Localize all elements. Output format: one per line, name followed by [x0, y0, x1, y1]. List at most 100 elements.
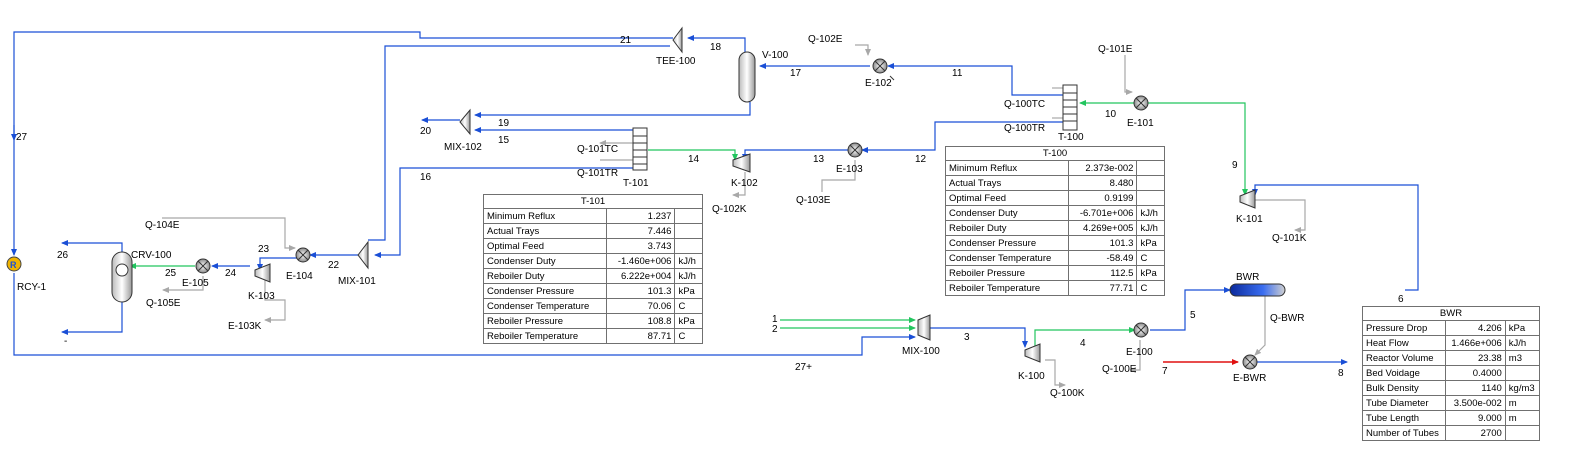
- mix-100-unit[interactable]: [917, 314, 931, 341]
- stream-9[interactable]: [1148, 102, 1248, 196]
- label-t101: T-101: [623, 178, 649, 189]
- mix-101-unit[interactable]: [357, 240, 369, 270]
- cell-unit: C: [1136, 250, 1165, 266]
- cell-label: Condenser Pressure: [944, 235, 1070, 251]
- stream-16[interactable]: [374, 167, 633, 258]
- cell-label: Minimum Reflux: [482, 208, 608, 224]
- label-rcy1: RCY-1: [17, 282, 47, 293]
- mix-102-unit[interactable]: [459, 108, 471, 136]
- label-6: 6: [1398, 294, 1404, 305]
- stream-bottoms[interactable]: [61, 300, 123, 335]
- energy-q103e[interactable]: [821, 160, 856, 192]
- e-105-cooler[interactable]: [195, 258, 211, 274]
- stream-5[interactable]: [1150, 287, 1231, 331]
- cell-value: -6.701e+006: [1068, 205, 1138, 221]
- cell-value: 2.373e-002: [1068, 160, 1138, 176]
- cell-value: 77.71: [1068, 280, 1138, 296]
- label-q100k: Q-100K: [1050, 388, 1085, 399]
- t-100-column[interactable]: [1062, 84, 1078, 131]
- k-101-compressor[interactable]: [1239, 189, 1256, 209]
- cell-value: 101.3: [606, 283, 676, 299]
- energy-q100e[interactable]: [1129, 340, 1141, 373]
- label-bwr: BWR: [1236, 272, 1259, 283]
- energy-qbwr[interactable]: [1254, 296, 1266, 356]
- energy-q102k[interactable]: [732, 172, 746, 198]
- e-102-cooler[interactable]: [872, 58, 895, 81]
- e-bwr-cooler[interactable]: [1242, 354, 1258, 370]
- cell-unit: C: [1136, 280, 1165, 296]
- cell-label: Condenser Temperature: [482, 298, 608, 314]
- cell-value: 101.3: [1068, 235, 1138, 251]
- k-103-compressor[interactable]: [254, 263, 271, 283]
- cell-value: 0.4000: [1445, 365, 1506, 381]
- energy-q102e[interactable]: [855, 44, 871, 56]
- cell-unit: kJ/h: [1504, 335, 1541, 351]
- cell-value: 3.500e-002: [1445, 395, 1506, 411]
- e-100-heater[interactable]: [1133, 322, 1149, 338]
- tee-100-unit[interactable]: [672, 26, 683, 54]
- rcy-1-recycle[interactable]: R: [6, 256, 22, 272]
- stream-21[interactable]: [11, 31, 673, 256]
- cell-unit: m: [1504, 395, 1541, 411]
- stream-6[interactable]: [1252, 184, 1419, 291]
- e-103-cooler[interactable]: [847, 142, 863, 158]
- energy-q104e[interactable]: [162, 217, 296, 251]
- stream-3[interactable]: [930, 327, 1028, 348]
- t101-table-title: T-101: [483, 194, 703, 209]
- cell-label: Condenser Pressure: [482, 283, 608, 299]
- cell-unit: C: [674, 298, 703, 314]
- bwr-reactor[interactable]: [1229, 283, 1286, 297]
- crv-100-reactor[interactable]: [111, 251, 133, 303]
- e-104-cooler[interactable]: [295, 247, 311, 263]
- stream-4[interactable]: [1034, 327, 1136, 350]
- label-27: 27: [16, 132, 28, 143]
- energy-q105e[interactable]: [162, 276, 204, 293]
- stream-18[interactable]: [687, 35, 746, 55]
- label-18: 18: [710, 42, 722, 53]
- k-100-compressor[interactable]: [1024, 343, 1041, 363]
- label-4: 4: [1080, 338, 1086, 349]
- unit-labels: TEE-100 V-100 E-102 T-100 E-101 MIX-102 …: [17, 50, 1266, 384]
- label-24: 24: [225, 268, 237, 279]
- energy-labels: Q-102E Q-101E Q-100TC Q-100TR Q-101TC Q-…: [145, 34, 1307, 399]
- e-101-heater[interactable]: [1133, 95, 1149, 111]
- label-16: 16: [420, 172, 432, 183]
- stream-27-recycle[interactable]: [13, 273, 916, 356]
- label-e101: E-101: [1127, 118, 1154, 129]
- cell-label: Reboiler Pressure: [482, 313, 608, 329]
- k-102-compressor[interactable]: [732, 153, 751, 173]
- stream-19[interactable]: [474, 102, 751, 118]
- label-e103: E-103: [836, 164, 863, 175]
- label-mix101: MIX-101: [338, 276, 376, 287]
- stream-13[interactable]: [742, 149, 848, 161]
- cell-label: Actual Trays: [944, 175, 1070, 191]
- label-12: 12: [915, 154, 927, 165]
- cell-unit: [674, 208, 703, 224]
- t100-table-title: T-100: [945, 146, 1165, 161]
- cell-value: 108.8: [606, 313, 676, 329]
- cell-unit: [674, 223, 703, 239]
- energy-e103k[interactable]: [264, 272, 286, 323]
- energy-q101k[interactable]: [1255, 199, 1306, 233]
- feed-streams: [129, 100, 1248, 350]
- label-26: 26: [57, 250, 69, 261]
- t-101-column[interactable]: [632, 127, 648, 171]
- label-11: 11: [952, 68, 963, 79]
- energy-q101e[interactable]: [1124, 55, 1133, 95]
- v-100-vessel[interactable]: [738, 51, 756, 103]
- cell-unit: [1504, 425, 1541, 441]
- stream-12[interactable]: [861, 121, 1063, 153]
- cell-value: 6.222e+004: [606, 268, 676, 284]
- cell-value: 23.38: [1445, 350, 1506, 366]
- stream-11[interactable]: [887, 63, 1063, 96]
- stream-14[interactable]: [648, 149, 738, 161]
- energy-q100k[interactable]: [1045, 359, 1066, 388]
